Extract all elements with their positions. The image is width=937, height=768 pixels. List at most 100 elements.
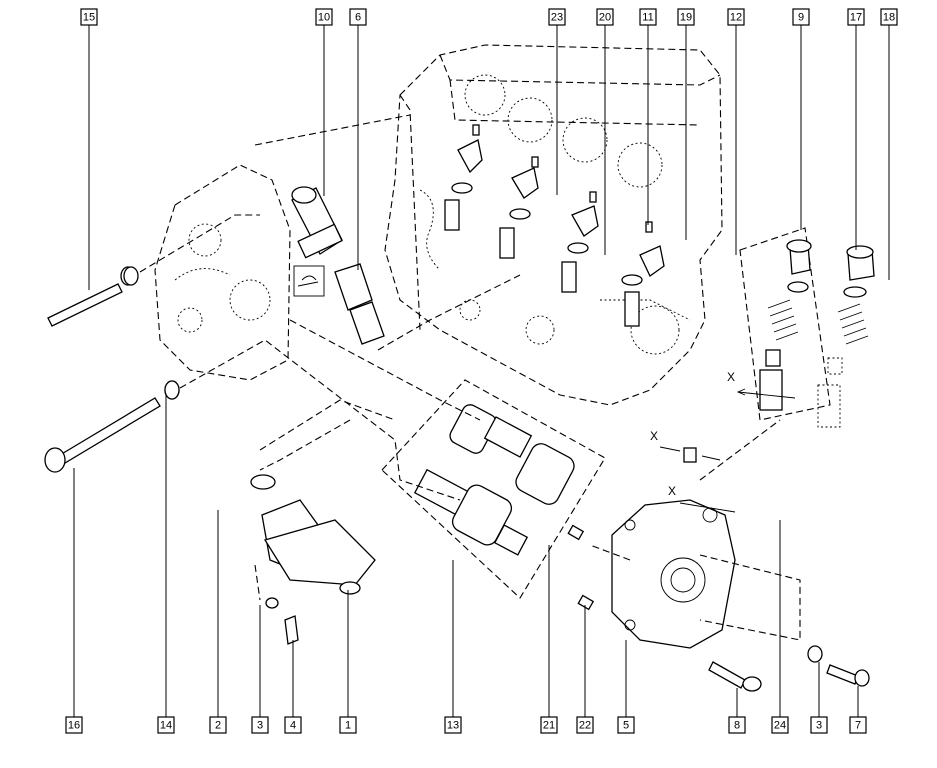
callout-number: 19 [680, 12, 692, 24]
callout-number: 16 [68, 720, 80, 732]
fitting-6 [334, 263, 385, 345]
callout-box [540, 716, 558, 734]
dimension-label-x-dowel: X [650, 429, 658, 443]
dowel-24 [683, 447, 697, 463]
long-bolt-16 [44, 380, 180, 473]
engine-block-outline [384, 44, 723, 406]
callout-box [596, 8, 614, 26]
callout-3: 3 [810, 716, 828, 734]
callout-number: 3 [257, 720, 263, 732]
callout-number: 1 [345, 720, 351, 732]
callout-box [284, 716, 302, 734]
callout-box [771, 716, 789, 734]
callout-8: 8 [728, 716, 746, 734]
callout-box [80, 8, 98, 26]
dimension-label-x-pump: X [668, 484, 676, 498]
callout-number: 21 [543, 720, 555, 732]
callout-number: 13 [447, 720, 459, 732]
callout-number: 11 [642, 12, 653, 24]
callout-24: 24 [771, 716, 789, 734]
oil-pressure-sensor-10 [291, 186, 343, 259]
callout-box [548, 8, 566, 26]
callout-17: 17 [847, 8, 865, 26]
callout-12: 12 [727, 8, 745, 26]
callout-15: 15 [80, 8, 98, 26]
dowel-21 [567, 524, 585, 541]
oil-strainer-1 [250, 474, 376, 645]
long-bolt-15 [47, 266, 136, 327]
dowel-22 [577, 594, 595, 611]
callout-19: 19 [677, 8, 695, 26]
callout-box [209, 716, 227, 734]
callout-number: 14 [160, 720, 172, 732]
callout-16: 16 [65, 716, 83, 734]
washer-15 [123, 266, 139, 286]
callout-number: 6 [355, 12, 361, 24]
callout-20: 20 [596, 8, 614, 26]
callout-5: 5 [617, 716, 635, 734]
callout-number: 12 [730, 12, 742, 24]
callout-13: 13 [444, 716, 462, 734]
callout-9: 9 [792, 8, 810, 26]
oil-pump-body-5 [611, 499, 801, 649]
callout-box [810, 716, 828, 734]
callout-11: 11 [639, 8, 657, 26]
callout-box [65, 716, 83, 734]
callout-number: 4 [290, 720, 296, 732]
bolt-8 [708, 661, 762, 692]
callout-14: 14 [157, 716, 175, 734]
callout-10: 10 [315, 8, 333, 26]
assembly-paths [139, 114, 781, 601]
dimension-markers: X X X [650, 370, 796, 513]
head-studs [444, 124, 665, 327]
callout-number: 9 [798, 12, 804, 24]
callout-box [251, 716, 269, 734]
oil-can-icon [297, 275, 319, 287]
callout-box [315, 8, 333, 26]
callout-number: 20 [599, 12, 611, 24]
callout-number: 2 [215, 720, 221, 732]
gear-set-13 [381, 379, 606, 599]
callout-number: 5 [623, 720, 629, 732]
callout-box [349, 8, 367, 26]
callout-box [727, 8, 745, 26]
callout-box [677, 8, 695, 26]
callout-number: 23 [551, 12, 563, 24]
callout-box [880, 8, 898, 26]
leader-lines [73, 24, 890, 718]
callout-box [444, 716, 462, 734]
dimension-label-x-valve: X [727, 370, 735, 384]
callout-21: 21 [540, 716, 558, 734]
callout-number: 3 [816, 720, 822, 732]
callout-number: 7 [855, 720, 861, 732]
callout-4: 4 [284, 716, 302, 734]
washer-14 [164, 380, 180, 400]
washer-3 [807, 645, 823, 663]
callout-box [639, 8, 657, 26]
callout-number: 17 [850, 12, 862, 24]
callout-number: 18 [883, 12, 895, 24]
callout-box [339, 716, 357, 734]
callout-1: 1 [339, 716, 357, 734]
callout-22: 22 [576, 716, 594, 734]
callout-box [847, 8, 865, 26]
bolt-7 [826, 664, 870, 687]
callout-number: 24 [774, 720, 786, 732]
callout-number: 8 [734, 720, 740, 732]
callout-box [617, 716, 635, 734]
oil-symbol-box [293, 265, 325, 297]
callout-2: 2 [209, 716, 227, 734]
callout-box [576, 716, 594, 734]
callout-18: 18 [880, 8, 898, 26]
callout-number: 10 [318, 12, 330, 24]
callout-number: 15 [83, 12, 95, 24]
callout-box [792, 8, 810, 26]
plug-17 [817, 245, 875, 428]
callout-box [728, 716, 746, 734]
callout-7: 7 [849, 716, 867, 734]
callout-6: 6 [349, 8, 367, 26]
callout-23: 23 [548, 8, 566, 26]
callout-3: 3 [251, 716, 269, 734]
